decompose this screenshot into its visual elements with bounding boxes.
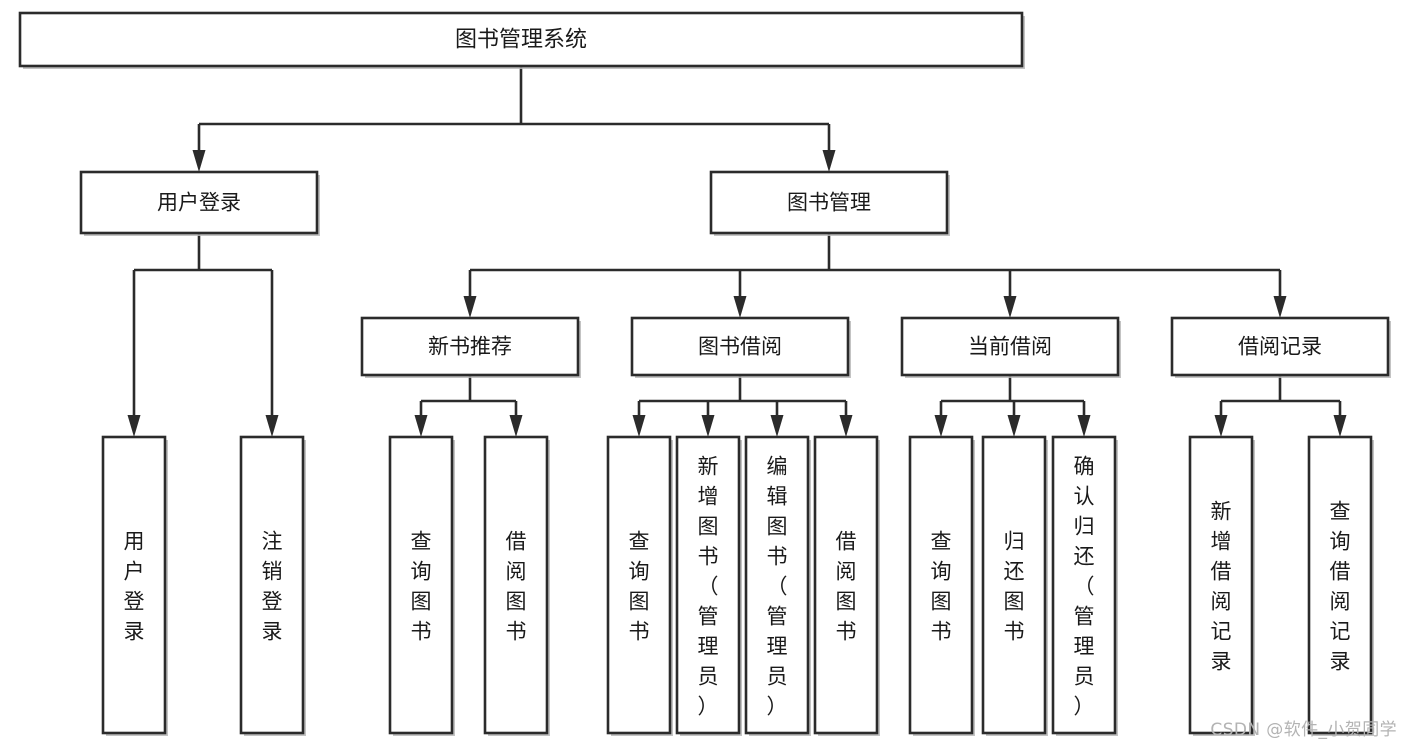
node-leaf-confirm-return[interactable]: 确认归还（管理员）: [1051, 435, 1118, 736]
node-label: 借阅记录: [1238, 335, 1322, 359]
node-leaf-query-book-1[interactable]: 查询图书: [388, 435, 455, 736]
node-label: 当前借阅: [968, 335, 1052, 359]
node-root[interactable]: 图书管理系统: [18, 11, 1025, 69]
node-leaf-add-book[interactable]: 新增图书（管理员）: [675, 435, 742, 736]
node-current-borrow[interactable]: 当前借阅: [900, 316, 1121, 378]
node-book-borrow[interactable]: 图书借阅: [630, 316, 851, 378]
node-label: 编辑图书（管理员）: [767, 454, 788, 718]
node-leaf-query-book-2[interactable]: 查询图书: [606, 435, 673, 736]
node-label: 图书管理系统: [455, 28, 587, 53]
node-label: 图书管理: [787, 191, 871, 215]
node-layer: 图书管理系统用户登录图书管理新书推荐图书借阅当前借阅借阅记录用户登录注销登录查询…: [18, 11, 1391, 736]
node-label: 新增借阅记录: [1211, 499, 1232, 673]
node-label: 确认归还（管理员）: [1074, 454, 1095, 718]
watermark-text: CSDN @软件_小贺同学: [1210, 720, 1397, 740]
node-label: 新书推荐: [428, 335, 512, 359]
node-label: 查询图书: [629, 529, 650, 643]
node-leaf-edit-book[interactable]: 编辑图书（管理员）: [744, 435, 811, 736]
node-label: 借阅图书: [836, 529, 857, 643]
node-label: 新增图书（管理员）: [698, 454, 719, 718]
node-user-login[interactable]: 用户登录: [79, 170, 320, 236]
connector-layer: [127, 66, 1347, 437]
node-label: 图书借阅: [698, 335, 782, 359]
node-borrow-record[interactable]: 借阅记录: [1170, 316, 1391, 378]
node-book-manage[interactable]: 图书管理: [709, 170, 950, 236]
node-leaf-borrow-book-2[interactable]: 借阅图书: [813, 435, 880, 736]
node-label: 用户登录: [157, 191, 241, 215]
node-leaf-query-record[interactable]: 查询借阅记录: [1307, 435, 1374, 736]
node-leaf-logout[interactable]: 注销登录: [239, 435, 306, 736]
node-label: 查询图书: [931, 529, 952, 643]
node-label: 查询图书: [411, 529, 432, 643]
node-label: 查询借阅记录: [1330, 499, 1351, 673]
node-leaf-add-record[interactable]: 新增借阅记录: [1188, 435, 1255, 736]
node-label: 归还图书: [1004, 529, 1025, 643]
node-new-book-rec[interactable]: 新书推荐: [360, 316, 581, 378]
node-label: 借阅图书: [506, 529, 527, 643]
node-leaf-query-book-3[interactable]: 查询图书: [908, 435, 975, 736]
node-leaf-borrow-book-1[interactable]: 借阅图书: [483, 435, 550, 736]
node-label: 用户登录: [124, 529, 145, 643]
node-leaf-return-book[interactable]: 归还图书: [981, 435, 1048, 736]
node-leaf-user-login[interactable]: 用户登录: [101, 435, 168, 736]
node-label: 注销登录: [262, 529, 283, 643]
